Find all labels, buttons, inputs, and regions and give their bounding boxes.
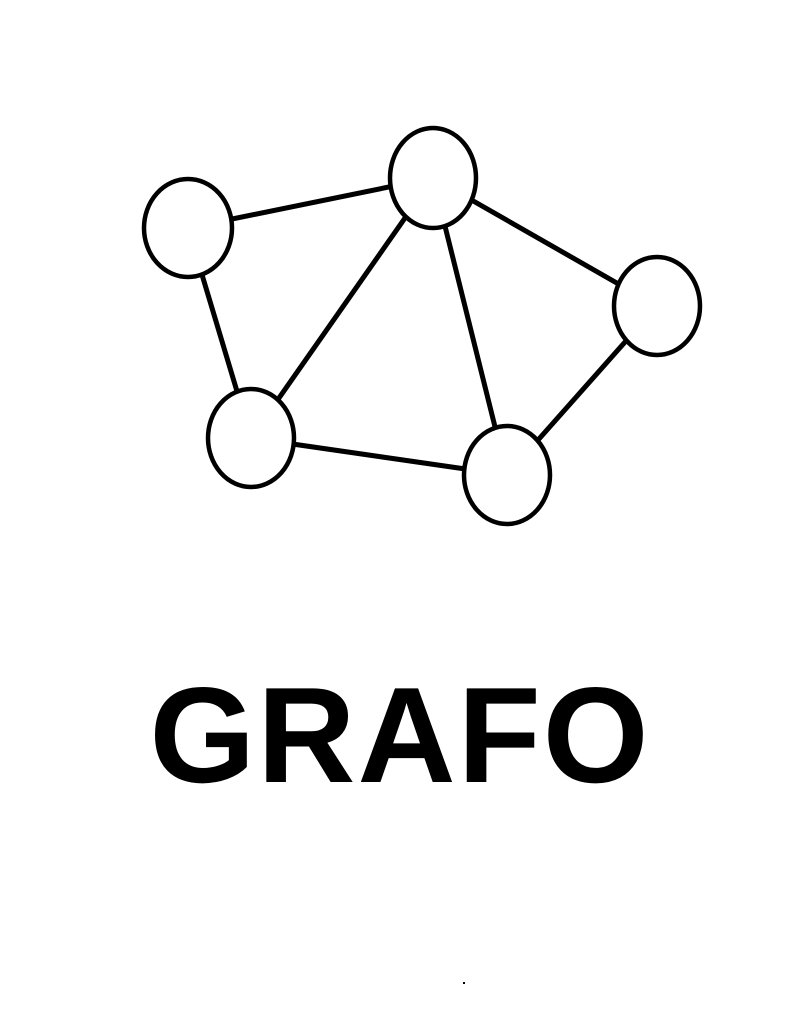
stray-dot <box>463 982 465 984</box>
graph-edge-n2-n4 <box>248 175 436 441</box>
graph-node-n1 <box>141 176 235 280</box>
graph-node-n3 <box>611 254 703 358</box>
graph-node-n4 <box>205 386 297 490</box>
graph-diagram <box>141 125 703 527</box>
diagram-title: GRAFO <box>149 659 651 811</box>
graph-node-n5 <box>461 423 553 527</box>
graph-nodes <box>141 125 703 527</box>
graph-node-n2 <box>387 125 479 231</box>
